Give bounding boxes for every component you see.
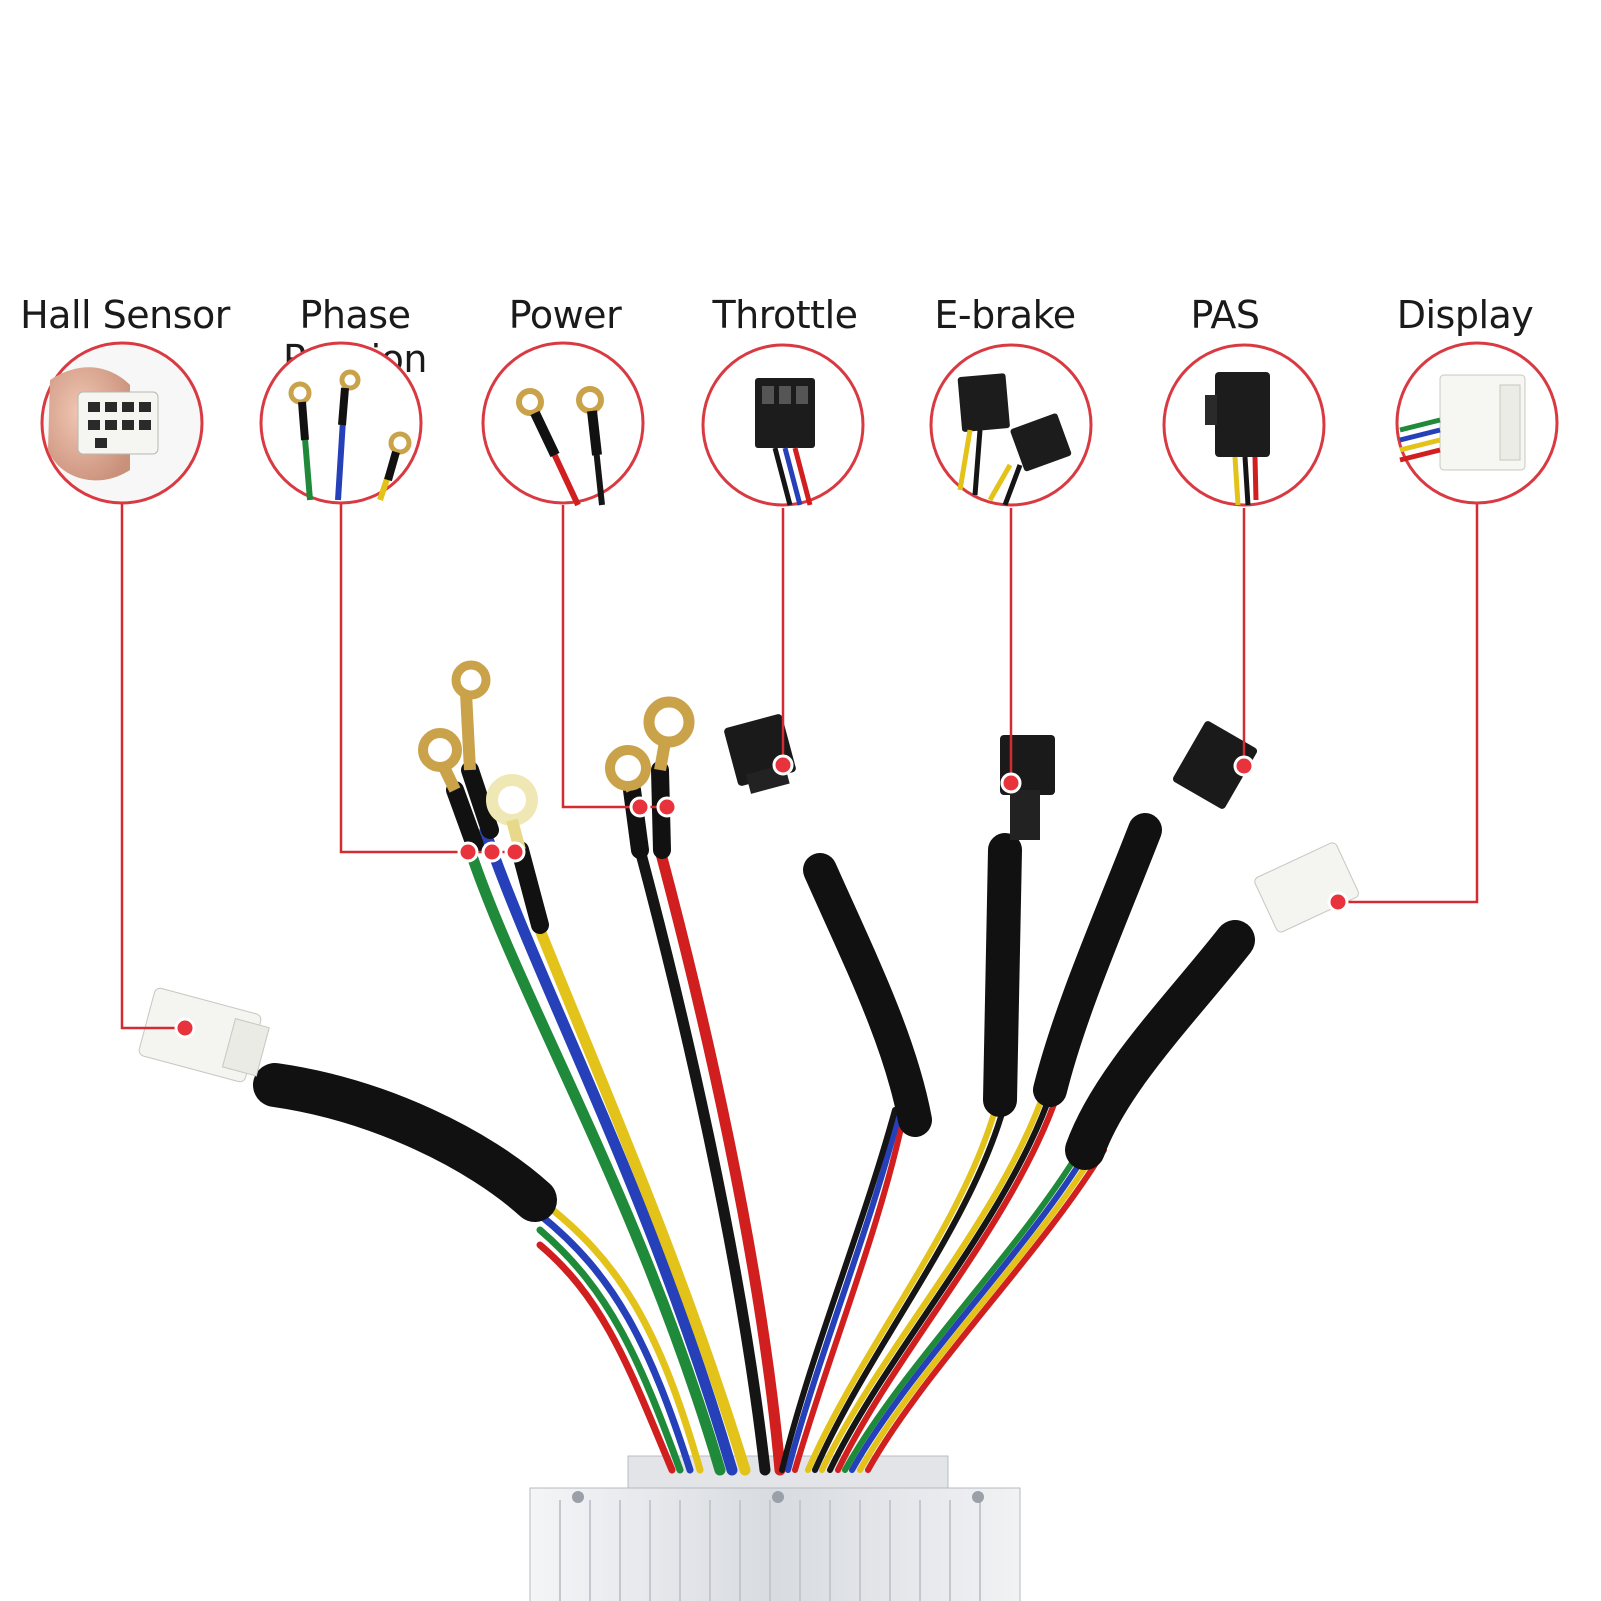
detail-circle-display	[1395, 341, 1559, 505]
label-display: Display	[1396, 293, 1534, 337]
label-throttle: Throttle	[712, 293, 858, 337]
label-pas: PAS	[1190, 293, 1260, 337]
label-hall-sensor: Hall Sensor	[20, 293, 230, 337]
detail-circle-phase-position	[259, 341, 423, 505]
detail-circle-power	[481, 341, 645, 507]
detail-circle-hall-sensor	[40, 341, 204, 505]
wire-bundle	[464, 824, 1107, 1476]
callout-lines	[120, 500, 1479, 1030]
label-e-brake: E-brake	[934, 293, 1076, 337]
detail-circle-throttle	[701, 343, 865, 507]
callout-dots	[174, 754, 1349, 1039]
heatshrink-sleeves	[253, 761, 1255, 1222]
label-power: Power	[508, 293, 622, 337]
detail-circle-pas	[1162, 343, 1326, 507]
controller-box	[529, 1455, 1021, 1601]
detail-circle-e-brake	[929, 343, 1093, 507]
